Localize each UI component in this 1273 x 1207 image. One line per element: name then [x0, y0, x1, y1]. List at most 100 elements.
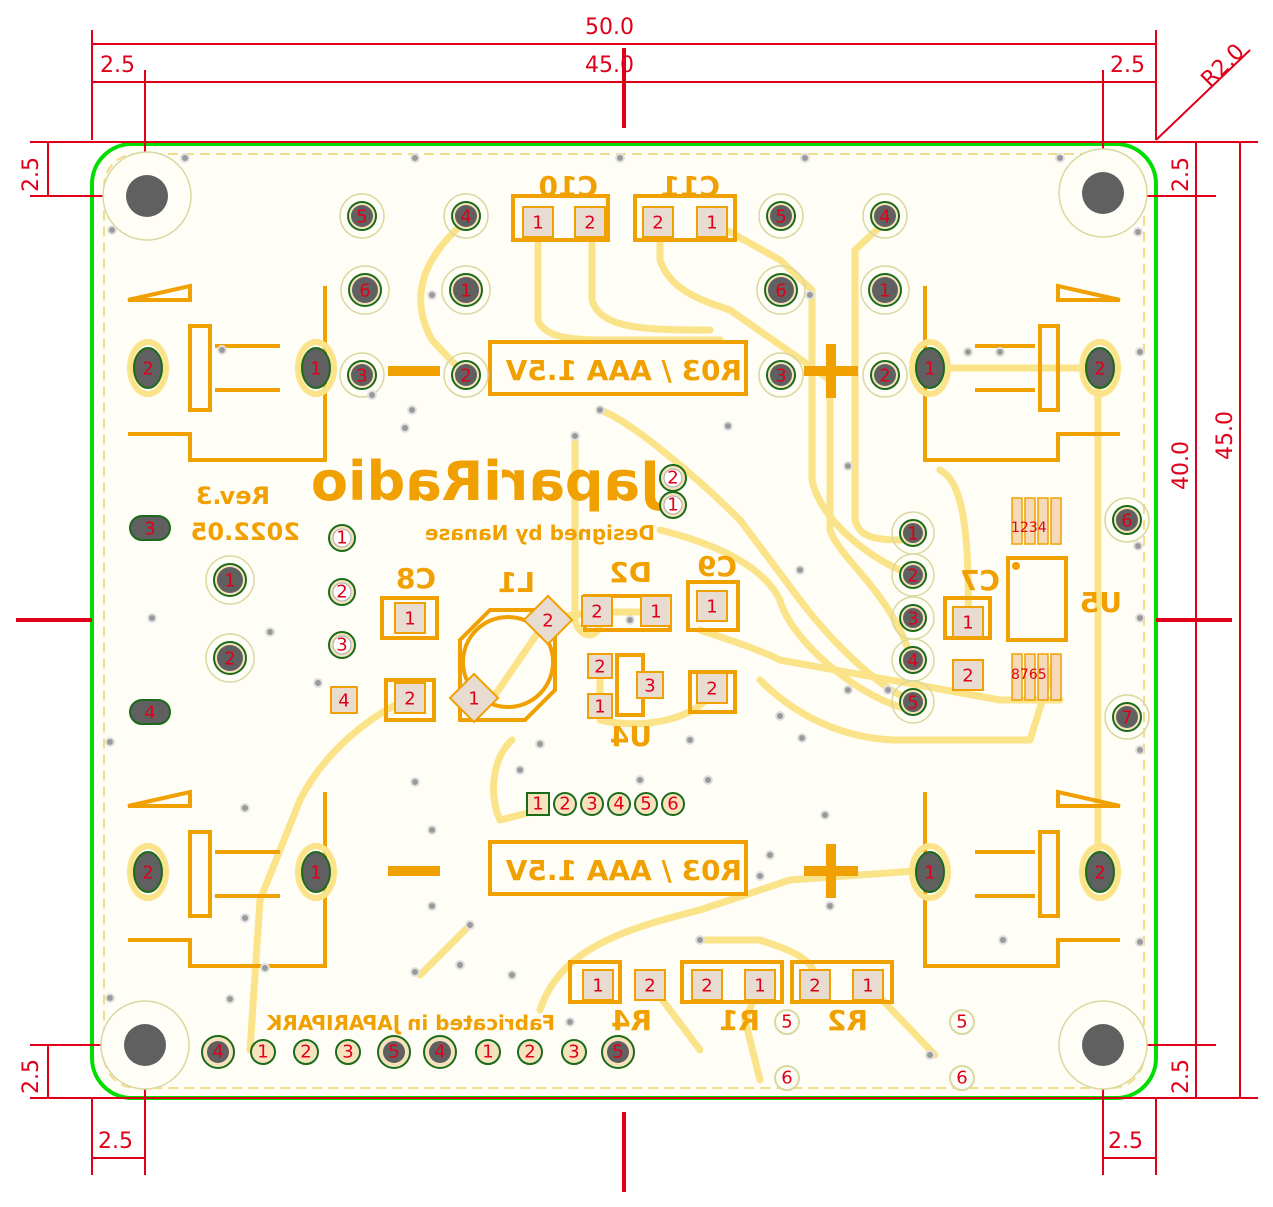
pad-number: 4 — [144, 702, 155, 723]
pad-number: 1 — [924, 358, 935, 379]
pad-number: 2 — [879, 365, 890, 386]
pad-number: 2 — [142, 358, 153, 379]
via — [407, 405, 417, 415]
via — [703, 775, 713, 785]
pad-number: 5 — [775, 206, 786, 227]
pad-number: 4 — [212, 1042, 223, 1063]
dim-bottom-right-offset: 2.5 — [1169, 1059, 1194, 1094]
label-r1: R1 — [719, 1004, 760, 1037]
via — [995, 347, 1005, 357]
smd-pad — [696, 590, 728, 622]
via — [455, 960, 465, 970]
dim-top-left-offset: 2.5 — [19, 157, 44, 192]
pad-number: 1 — [667, 495, 678, 516]
via — [180, 153, 190, 163]
via — [625, 615, 635, 625]
pad-number: 2 — [962, 665, 973, 686]
pad-number: 4 — [434, 1042, 445, 1063]
via — [883, 685, 893, 695]
pad-number: 4 — [338, 690, 349, 711]
via — [1133, 227, 1143, 237]
through-hole-pad — [205, 633, 255, 683]
label-c8: C8 — [396, 562, 436, 595]
via — [570, 431, 580, 441]
smd-pad — [582, 969, 614, 1001]
label-c9: C9 — [697, 550, 737, 583]
small-pad — [328, 524, 356, 552]
oval-pad — [1079, 339, 1121, 397]
edge-pad — [377, 1035, 411, 1069]
via — [963, 347, 973, 357]
via — [825, 901, 835, 911]
through-hole-pad — [339, 352, 385, 398]
pad-number: 1 — [336, 528, 347, 549]
pad-number: 3 — [568, 1042, 579, 1063]
through-hole-pad — [860, 265, 910, 315]
pad-number: 3 — [586, 793, 597, 814]
dim-left-offset: 2.5 — [100, 53, 135, 78]
via — [515, 765, 525, 775]
pad-number: 2 — [907, 565, 918, 586]
smd-pad — [394, 682, 426, 714]
pad-number: 5 — [356, 206, 367, 227]
oval-pad — [1079, 843, 1121, 901]
smd-pad — [952, 659, 984, 691]
board-title: JapariRadio — [311, 450, 664, 513]
through-hole-pad — [441, 265, 491, 315]
via — [800, 153, 810, 163]
label-r2: R2 — [827, 1004, 868, 1037]
pad-number: 1 — [460, 280, 471, 301]
pad-number: 1 — [924, 862, 935, 883]
pad-number: 2 — [224, 648, 235, 669]
dim-bottom-left-offset: 2.5 — [19, 1059, 44, 1094]
pad-number: 2 — [591, 601, 602, 622]
via — [635, 775, 645, 785]
oval-pad — [295, 843, 337, 901]
pad-number: 2 — [667, 468, 678, 489]
pad-number: 1 — [907, 523, 918, 544]
board-outline — [90, 142, 1158, 1100]
through-hole-pad — [339, 193, 385, 239]
via — [998, 935, 1008, 945]
via — [367, 390, 377, 400]
via — [925, 1050, 935, 1060]
board-fabricated: Fabricated in JAPARIPARK — [265, 1011, 555, 1035]
through-hole-pad — [443, 193, 489, 239]
oval-pad — [909, 339, 951, 397]
u5-top-pins: 1234 — [1011, 520, 1047, 536]
pad-number: 1 — [224, 570, 235, 591]
smd-pad — [330, 686, 358, 714]
via — [465, 920, 475, 930]
vias-layer — [105, 153, 1145, 1060]
edge-pad — [201, 1035, 235, 1069]
u5-bottom-pins: 8765 — [1011, 667, 1047, 683]
via — [755, 871, 765, 881]
via — [427, 901, 437, 911]
dim-top-right-offset: 2.5 — [1169, 157, 1194, 192]
pad-number: 3 — [644, 675, 655, 696]
through-hole-pad — [1104, 694, 1150, 740]
edge-pad — [293, 1039, 319, 1065]
header-pin — [553, 792, 577, 816]
label-d2: D2 — [609, 556, 652, 589]
via — [595, 405, 605, 415]
pad-number: 2 — [1094, 862, 1105, 883]
board-designer: Designed by Nanase — [425, 521, 655, 545]
pad-number: 7 — [1121, 707, 1132, 728]
via — [217, 345, 227, 355]
via — [410, 153, 420, 163]
through-hole-pad — [891, 638, 935, 682]
smd-pad — [587, 693, 613, 719]
pad-number: 6 — [667, 793, 678, 814]
smd-pad — [394, 602, 426, 634]
u5-chip: 1234 8765 — [1011, 497, 1062, 701]
label-u4: U4 — [610, 720, 652, 753]
diamond-pad — [522, 594, 574, 646]
via — [1055, 153, 1065, 163]
pad-number: 2 — [142, 862, 153, 883]
header-pin — [661, 792, 685, 816]
edge-pad — [949, 1065, 975, 1091]
edge-pad — [601, 1035, 635, 1069]
